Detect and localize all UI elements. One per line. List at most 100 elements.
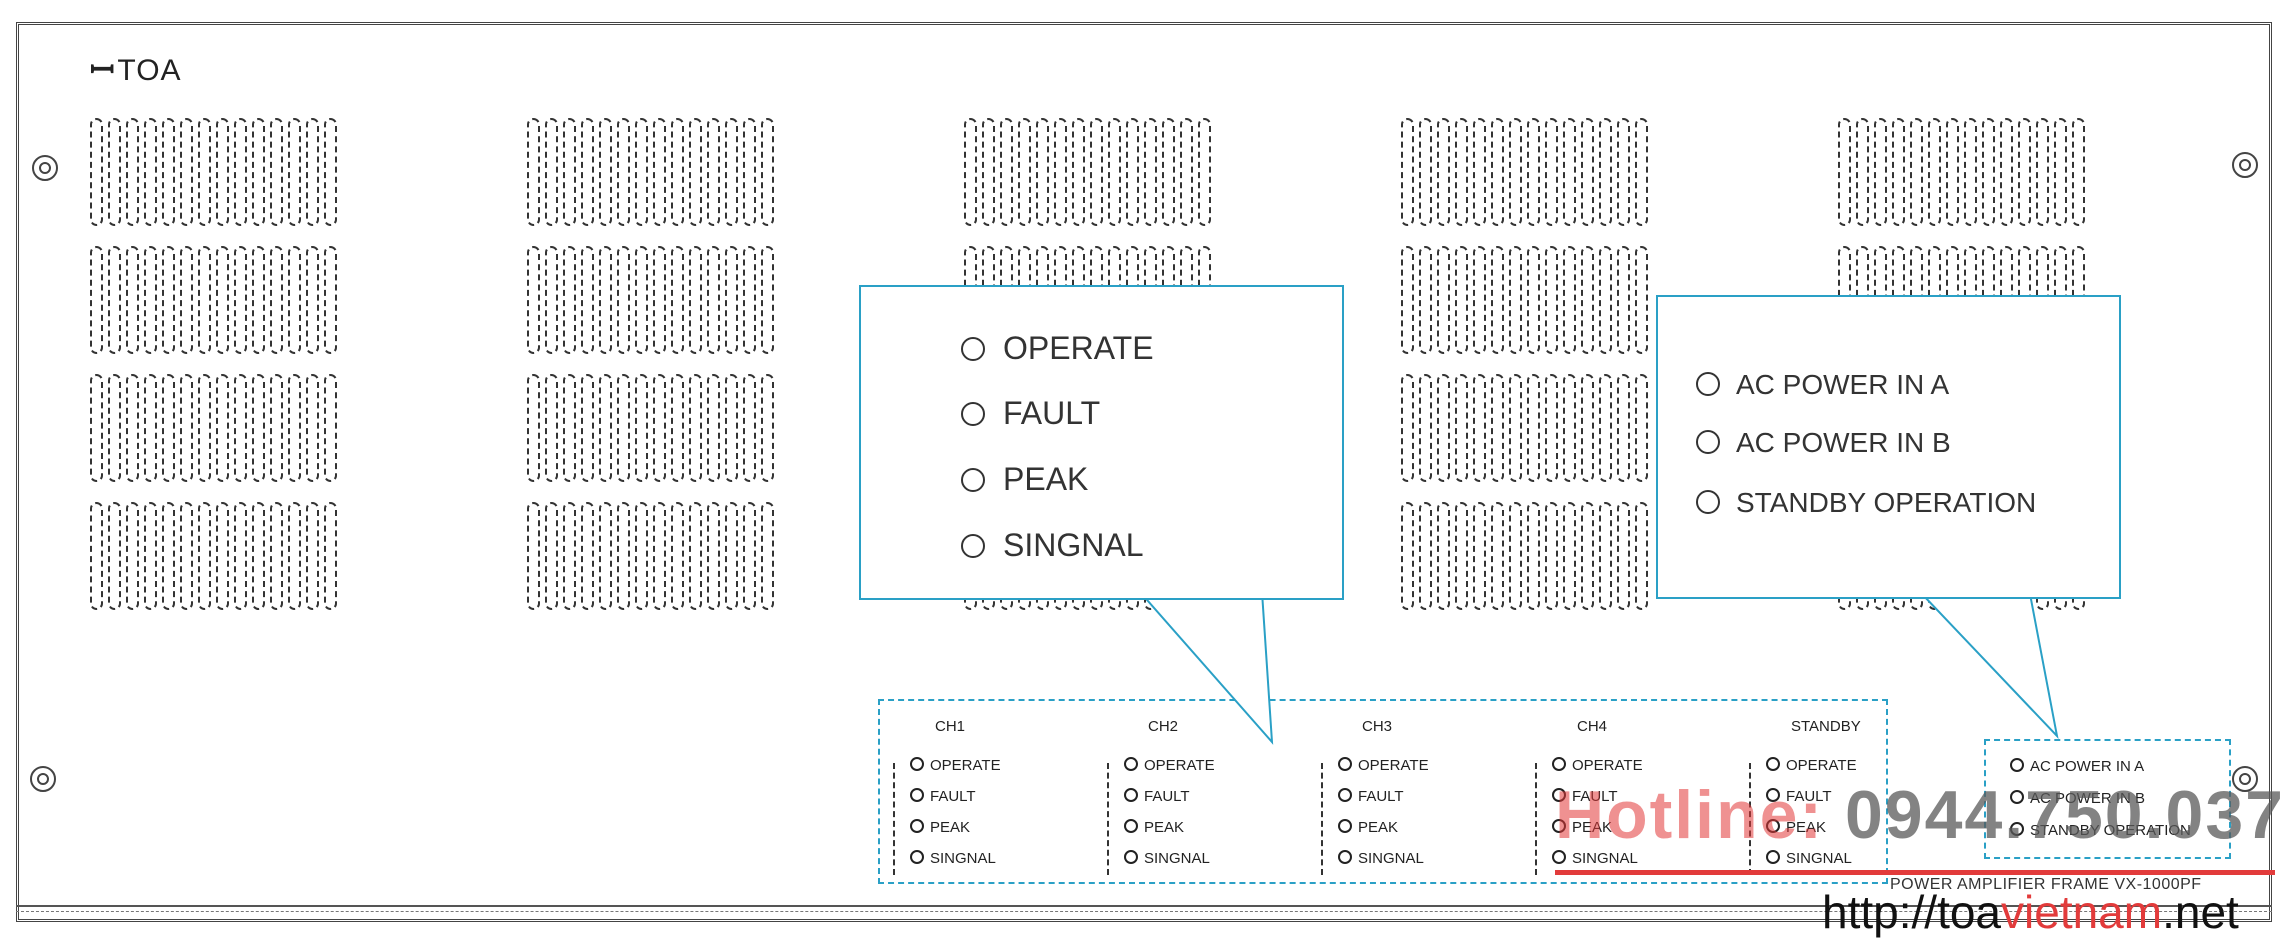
vent-slot bbox=[725, 246, 738, 354]
vent-slot bbox=[1856, 118, 1869, 226]
vent-slot bbox=[144, 246, 157, 354]
channel-led-row: PEAK bbox=[910, 819, 970, 836]
vent-slot bbox=[2036, 118, 2049, 226]
callout-channel-pointer bbox=[1137, 591, 1274, 745]
vent-slot bbox=[126, 118, 139, 226]
channel-led-label: SINGNAL bbox=[930, 850, 996, 867]
vent-slot bbox=[599, 502, 612, 610]
channel-led-label: FAULT bbox=[930, 788, 976, 805]
panel-bottom-edge bbox=[16, 905, 2272, 912]
led-indicator-icon bbox=[1696, 372, 1720, 396]
vent-slot bbox=[653, 118, 666, 226]
channel-led-row: SINGNAL bbox=[1338, 850, 1424, 867]
channel-led-label: SINGNAL bbox=[1144, 850, 1210, 867]
power-led-panel: AC POWER IN A AC POWER IN B STANDBY OPER… bbox=[1984, 739, 2231, 859]
vent-slot bbox=[1982, 118, 1995, 226]
vent-slot bbox=[653, 502, 666, 610]
led-indicator-icon bbox=[961, 337, 985, 361]
led-indicator-icon bbox=[1552, 850, 1566, 864]
vent-slot bbox=[1599, 118, 1612, 226]
vent-slot bbox=[671, 502, 684, 610]
vent-slot bbox=[1581, 374, 1594, 482]
channel-led-label: FAULT bbox=[1144, 788, 1190, 805]
led-indicator-icon bbox=[910, 757, 924, 771]
led-indicator-icon bbox=[910, 819, 924, 833]
vent-slot bbox=[1599, 246, 1612, 354]
vent-slot bbox=[288, 246, 301, 354]
vent-slot bbox=[689, 246, 702, 354]
channel-led-label: FAULT bbox=[1786, 788, 1832, 805]
vent-slot bbox=[162, 246, 175, 354]
vent-slot bbox=[1617, 118, 1630, 226]
vent-slot bbox=[761, 118, 774, 226]
vent-slot bbox=[1563, 118, 1576, 226]
vent-slot bbox=[581, 502, 594, 610]
channel-led-label: PEAK bbox=[1786, 819, 1827, 836]
vent-slot bbox=[1563, 246, 1576, 354]
vent-slot bbox=[617, 246, 630, 354]
vent-slot bbox=[635, 502, 648, 610]
callout-channel-leds: OPERATE FAULT PEAK SINGNAL bbox=[859, 285, 1344, 600]
vent-slot bbox=[1437, 502, 1450, 610]
vent-slot bbox=[671, 374, 684, 482]
channel-led-label: PEAK bbox=[1358, 819, 1399, 836]
led-indicator-icon bbox=[1552, 757, 1566, 771]
vent-slot bbox=[671, 246, 684, 354]
vent-slot bbox=[653, 374, 666, 482]
vent-slot bbox=[270, 246, 283, 354]
vent-slot bbox=[527, 118, 540, 226]
channel-led-row: FAULT bbox=[1338, 788, 1404, 805]
vent-slot bbox=[563, 374, 576, 482]
vent-slot bbox=[1545, 118, 1558, 226]
vent-slot bbox=[108, 246, 121, 354]
led-indicator-icon bbox=[1552, 819, 1566, 833]
vent-slot bbox=[2000, 118, 2013, 226]
vent-slot bbox=[144, 502, 157, 610]
vent-slot bbox=[90, 246, 103, 354]
callout-power-leds: AC POWER IN A AC POWER IN B STANDBY OPER… bbox=[1656, 295, 2121, 599]
channel-led-label: PEAK bbox=[1144, 819, 1185, 836]
vent-slot bbox=[527, 374, 540, 482]
vent-slot bbox=[527, 502, 540, 610]
channel-led-label: OPERATE bbox=[1358, 757, 1429, 774]
amplifier-front-panel bbox=[16, 22, 2272, 922]
vent-slot bbox=[617, 374, 630, 482]
vent-slot bbox=[252, 246, 265, 354]
toa-logo: ꟷTOA bbox=[90, 54, 182, 87]
vent-slot bbox=[1509, 374, 1522, 482]
vent-slot bbox=[1946, 118, 1959, 226]
vent-slot bbox=[288, 502, 301, 610]
vent-slot bbox=[1838, 118, 1851, 226]
website-watermark[interactable]: http://toavietnam.net bbox=[1822, 885, 2239, 939]
led-indicator-icon bbox=[910, 788, 924, 802]
vent-slot bbox=[743, 246, 756, 354]
channel-led-row: FAULT bbox=[910, 788, 976, 805]
vent-slot bbox=[1491, 246, 1504, 354]
vent-slot bbox=[1545, 502, 1558, 610]
power-led-standby: STANDBY OPERATION bbox=[2010, 822, 2191, 839]
vent-slot bbox=[324, 502, 337, 610]
vent-slot bbox=[689, 118, 702, 226]
vent-slot bbox=[1635, 118, 1648, 226]
led-indicator-icon bbox=[1766, 850, 1780, 864]
led-indicator-icon bbox=[1766, 788, 1780, 802]
led-indicator-icon bbox=[961, 468, 985, 492]
vent-slot bbox=[1054, 118, 1067, 226]
vent-slot bbox=[234, 246, 247, 354]
vent-slot bbox=[1581, 118, 1594, 226]
channel-led-label: OPERATE bbox=[930, 757, 1001, 774]
vent-slot bbox=[1635, 502, 1648, 610]
vent-slot bbox=[707, 246, 720, 354]
channel-led-row: OPERATE bbox=[1766, 757, 1857, 774]
led-indicator-icon bbox=[1124, 757, 1138, 771]
ch4-divider bbox=[1535, 763, 1537, 875]
vent-slot bbox=[162, 502, 175, 610]
vent-slot bbox=[725, 374, 738, 482]
vent-slot bbox=[1455, 502, 1468, 610]
callout-signal: SINGNAL bbox=[961, 527, 1143, 564]
vent-slot bbox=[1090, 118, 1103, 226]
vent-slot bbox=[324, 118, 337, 226]
vent-slot bbox=[1509, 118, 1522, 226]
vent-slot bbox=[982, 118, 995, 226]
vent-slot bbox=[198, 502, 211, 610]
